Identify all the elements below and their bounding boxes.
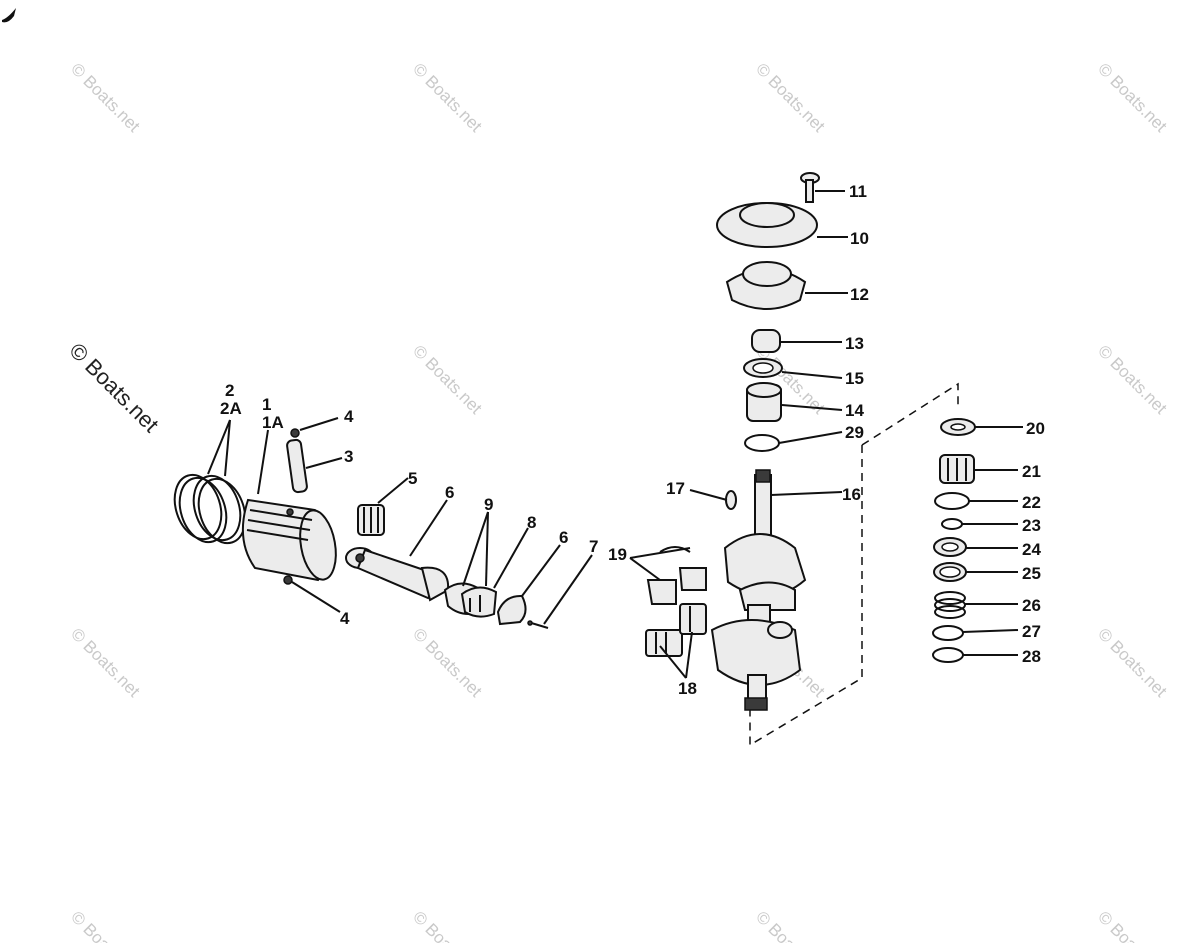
watermark: © Boats.net (752, 907, 829, 943)
callout-label: 9 (484, 495, 493, 514)
callout-label: 10 (850, 229, 869, 248)
bearing-housing (725, 261, 807, 310)
callout-label: 1 (262, 395, 271, 414)
callout-labels: 11 10 12 13 15 14 29 16 17 20 21 22 23 2… (220, 182, 1045, 698)
callout-label: 21 (1022, 462, 1041, 481)
callout-label: 4 (340, 609, 350, 628)
callout-label: 22 (1022, 493, 1041, 512)
ring-part-28 (932, 647, 964, 663)
callout-label: 11 (849, 182, 867, 201)
watermark: © Boats.net (67, 59, 144, 136)
connecting-rod (345, 547, 450, 602)
wrist-pin (286, 438, 308, 494)
rod-bearing-cage (443, 582, 498, 618)
crankshaft (710, 469, 807, 711)
main-bearing-retainer (646, 546, 707, 605)
retaining-ring-bottom (283, 575, 293, 585)
watermark: © Boats.net (1094, 624, 1171, 701)
ring-part-25 (933, 562, 967, 582)
callout-label: 1A (262, 413, 284, 432)
washer-part-20 (940, 418, 976, 436)
callout-label: 24 (1022, 540, 1041, 559)
callout-label: 6 (445, 483, 454, 502)
callout-label: 19 (608, 545, 627, 564)
callout-label: 23 (1022, 516, 1041, 535)
watermark: © Boats.net (1094, 341, 1171, 418)
main-bearing-needles (645, 603, 707, 657)
watermark: © Boats.net (1094, 907, 1171, 943)
callout-label: 16 (842, 485, 861, 504)
callout-label: 15 (845, 369, 864, 388)
main-watermark: © Boats.net (64, 338, 163, 437)
retainer-plate (716, 202, 818, 248)
ring-part-29 (744, 434, 780, 452)
assembly-dashed-lines (749, 382, 959, 747)
watermark: © Boats.net (67, 907, 144, 943)
watermark: © Boats.net (409, 907, 486, 943)
corner-mark (2, 8, 16, 23)
retaining-ring-top (290, 428, 300, 438)
callout-label: 13 (845, 334, 864, 353)
rod-cap (496, 594, 527, 626)
ring-part-27 (932, 625, 964, 641)
spring-part-26 (934, 591, 966, 619)
bearing-part-21 (939, 454, 975, 484)
callout-label: 7 (589, 537, 598, 556)
watermark: © Boats.net (752, 59, 829, 136)
seal-part-24 (933, 537, 967, 557)
callout-label: 28 (1022, 647, 1041, 666)
watermark: © Boats.net (67, 624, 144, 701)
leader-lines (207, 190, 1023, 679)
needle-bearing-small (357, 504, 385, 536)
rod-screw (527, 620, 549, 629)
callout-label: 25 (1022, 564, 1041, 583)
callout-label: 12 (850, 285, 869, 304)
callout-label: 2 (225, 381, 234, 400)
woodruff-key (725, 490, 737, 510)
callout-label: 2A (220, 399, 242, 418)
callout-label: 5 (408, 469, 417, 488)
ring-part-22 (934, 492, 970, 510)
ring-part-23 (941, 518, 963, 530)
watermark: © Boats.net (1094, 59, 1171, 136)
callout-label: 20 (1026, 419, 1045, 438)
piston (241, 498, 337, 582)
callout-label: 3 (344, 447, 353, 466)
callout-label: 14 (845, 401, 864, 420)
piston-rings (173, 473, 247, 545)
callout-label: 6 (559, 528, 568, 547)
screw-part-11 (800, 172, 820, 203)
callout-label: 4 (344, 407, 354, 426)
callout-label: 18 (678, 679, 697, 698)
bearing-part-14 (746, 382, 782, 422)
callout-label: 17 (666, 479, 685, 498)
callout-label: 26 (1022, 596, 1041, 615)
watermark: © Boats.net (409, 341, 486, 418)
callout-label: 8 (527, 513, 536, 532)
watermark: © Boats.net (409, 624, 486, 701)
callout-label: 29 (845, 423, 864, 442)
seal-part-13 (751, 329, 781, 353)
callout-label: 27 (1022, 622, 1041, 641)
ring-part-15 (743, 358, 783, 378)
watermark: © Boats.net (409, 59, 486, 136)
